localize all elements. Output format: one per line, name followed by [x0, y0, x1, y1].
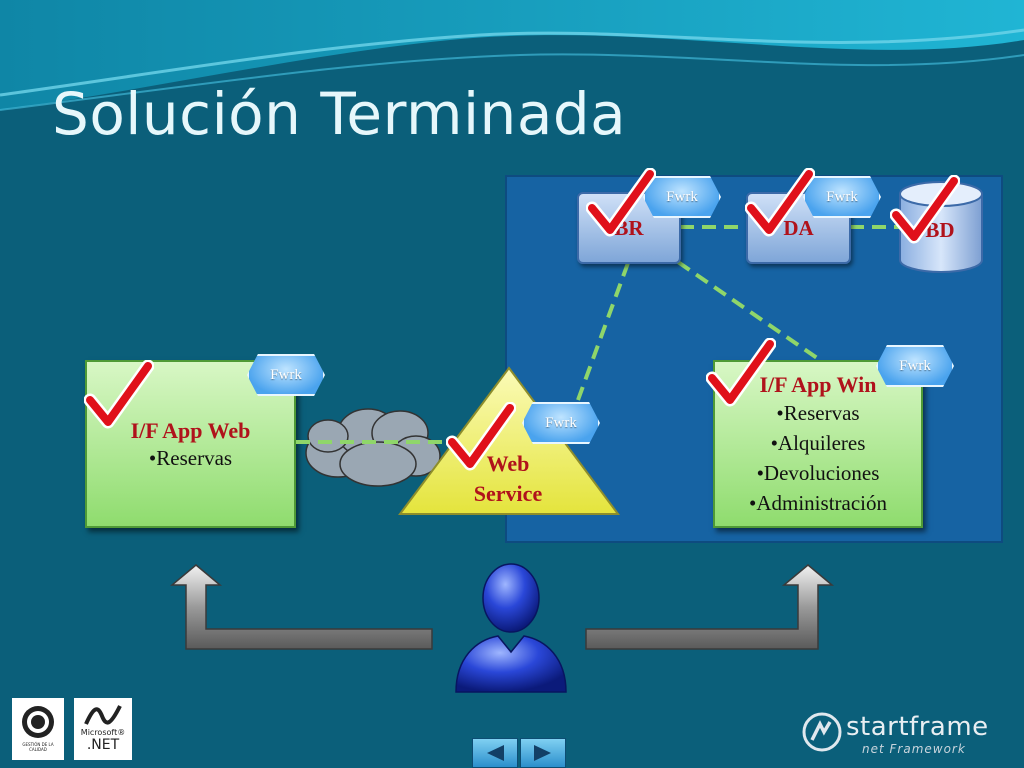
slide-title: Solución Terminada	[52, 80, 627, 148]
win-app-item-3: •Devoluciones	[756, 461, 880, 485]
fwrk-badge-web-app: Fwrk	[247, 354, 325, 396]
header-wave-highlight-2	[0, 53, 1024, 111]
web-app-box[interactable]: I/F App Web •Reservas	[85, 360, 296, 528]
startframe-name: startframe	[846, 712, 989, 742]
cloud-link-line	[296, 440, 456, 444]
check-icon	[586, 168, 656, 237]
user-icon	[455, 563, 567, 693]
iram-seal-icon	[22, 706, 54, 738]
dotnet-logo: Microsoft® .NET	[74, 698, 132, 760]
check-icon	[890, 175, 960, 244]
nav-prev-button[interactable]	[472, 738, 518, 768]
fwrk-badge-win-app: Fwrk	[876, 345, 954, 387]
dotnet-line2: .NET	[86, 737, 120, 753]
check-icon	[84, 360, 154, 429]
nav-prev-icon	[487, 745, 504, 761]
arrow-up-icon	[170, 564, 433, 650]
fwrk-badge-web-service: Fwrk	[522, 402, 600, 444]
web-service-line2: Service	[473, 481, 543, 506]
web-service-label: Web Service	[448, 449, 568, 509]
win-app-item-4: •Administración	[749, 491, 887, 515]
check-icon	[706, 338, 776, 407]
win-app-item-2: •Alquileres	[770, 431, 866, 455]
header-wave-highlight	[0, 28, 1024, 97]
web-service-line1: Web	[486, 451, 530, 476]
web-app-title: I/F App Web	[130, 418, 251, 443]
startframe-sub: net Framework	[862, 742, 966, 756]
da-label: DA	[783, 216, 814, 240]
win-app-item-1: •Reservas	[776, 401, 860, 425]
startframe-logo-icon	[802, 712, 842, 752]
iram-caption: GESTIÓN DE LA CALIDAD	[22, 742, 54, 752]
dotnet-line1: Microsoft®	[80, 728, 126, 737]
nav-next-button[interactable]	[520, 738, 566, 768]
web-app-item: •Reservas	[148, 446, 233, 470]
arrow-up-icon	[585, 564, 835, 650]
check-icon	[446, 402, 516, 471]
fwrk-badge-da: Fwrk	[803, 176, 881, 218]
win-app-box[interactable]: I/F App Win •Reservas •Alquileres •Devol…	[713, 360, 923, 528]
fwrk-badge-br: Fwrk	[643, 176, 721, 218]
check-icon	[745, 168, 815, 237]
iram-logo: GESTIÓN DE LA CALIDAD	[12, 698, 64, 760]
dotnet-wave-icon	[84, 705, 122, 725]
header-wave	[0, 0, 1024, 110]
win-app-title: I/F App Win	[759, 372, 877, 397]
nav-next-icon	[534, 745, 551, 761]
database-cylinder-icon[interactable]	[898, 180, 984, 276]
